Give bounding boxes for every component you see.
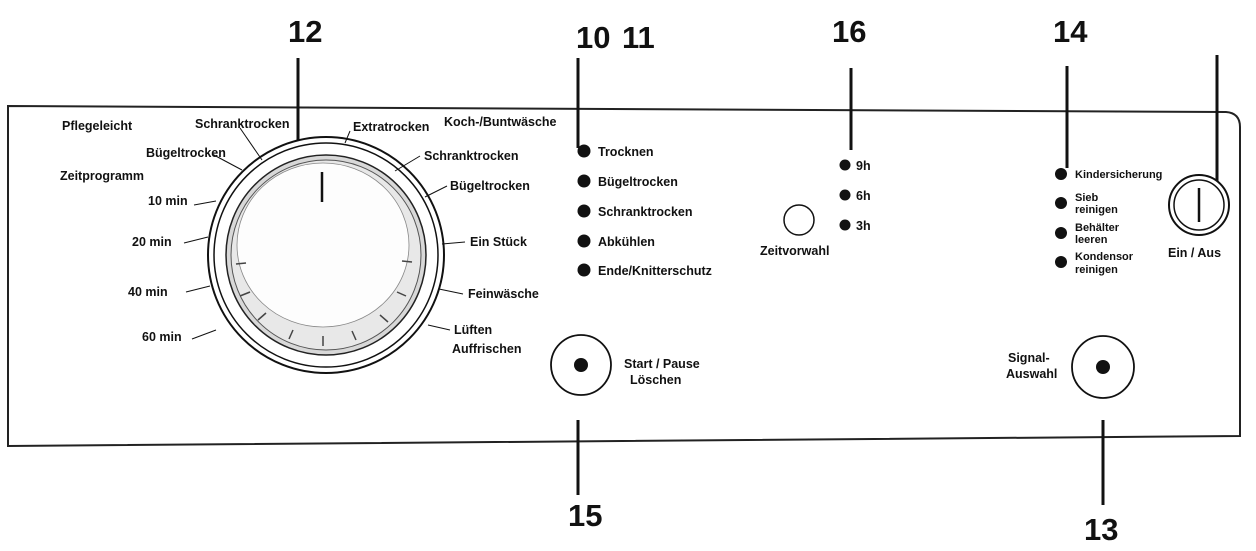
callout-12: 12 (288, 14, 322, 49)
indicator-light (577, 234, 591, 248)
program-dial[interactable] (207, 136, 445, 374)
callout-14: 14 (1053, 14, 1088, 49)
start-pause-label-loeschen: Löschen (630, 373, 681, 387)
callout-10: 10 (576, 20, 610, 55)
signal-select-label-auswahl: Auswahl (1006, 367, 1057, 381)
delay-label-9h: 9h (856, 159, 871, 173)
warning-label-kindersicherung: Kindersicherung (1075, 169, 1162, 181)
delay-light (839, 219, 851, 231)
dial-label-pflegeleicht: Pflegeleicht (62, 119, 133, 133)
dial-label-auffrischen: Auffrischen (452, 342, 521, 356)
indicator-light (577, 204, 591, 218)
warning-label-leeren: leeren (1075, 234, 1108, 246)
delay-light (839, 159, 851, 171)
warning-light (1055, 197, 1067, 209)
dial-label-koch-schranktrocken: Schranktrocken (424, 149, 518, 163)
program-indicators: Trocknen Bügeltrocken Schranktrocken Abk… (577, 144, 712, 278)
dial-label-feinwaesche: Feinwäsche (468, 287, 539, 301)
indicator-light (577, 174, 591, 188)
signal-select-button[interactable] (1071, 335, 1135, 399)
callout-13: 13 (1084, 512, 1118, 547)
dial-grip-marks (235, 260, 413, 346)
dial-label-zeitprogramm: Zeitprogramm (60, 169, 144, 183)
warning-light (1055, 168, 1067, 180)
delay-indicators: 9h 6h 3h (839, 159, 871, 233)
warning-label-kondensor-reinigen: reinigen (1075, 264, 1118, 276)
indicator-label-ende-knitterschutz: Ende/Knitterschutz (598, 264, 712, 278)
dial-label-40min: 40 min (128, 285, 168, 299)
warning-label-sieb: Sieb (1075, 192, 1099, 204)
dial-label-60min: 60 min (142, 330, 182, 344)
warning-label-behaelter: Behälter (1075, 222, 1120, 234)
callout-leader-lines (296, 55, 1219, 505)
dial-label-koch-buegeltrocken: Bügeltrocken (450, 179, 530, 193)
indicator-label-schranktrocken: Schranktrocken (598, 205, 692, 219)
indicator-light (577, 263, 591, 277)
warning-light (1055, 256, 1067, 268)
dial-label-koch-buntwaesche: Koch-/Buntwäsche (444, 115, 557, 129)
delay-light (839, 189, 851, 201)
dial-label-pflegeleicht-schranktrocken: Schranktrocken (195, 117, 289, 131)
indicator-light (577, 144, 591, 158)
warning-light (1055, 227, 1067, 239)
indicator-label-buegeltrocken: Bügeltrocken (598, 175, 678, 189)
power-button[interactable] (1168, 174, 1230, 236)
dial-label-10min: 10 min (148, 194, 188, 208)
delay-start-label: Zeitvorwahl (760, 244, 829, 258)
power-label: Ein / Aus (1168, 246, 1221, 260)
dial-label-lueften: Lüften (454, 323, 492, 337)
dial-label-ein-stueck: Ein Stück (470, 235, 527, 249)
callout-15: 15 (568, 498, 602, 533)
warning-label-reinigen: reinigen (1075, 204, 1118, 216)
delay-label-6h: 6h (856, 189, 871, 203)
dial-label-extratrocken: Extratrocken (353, 120, 429, 134)
warning-indicators: Kindersicherung Sieb reinigen Behälter l… (1055, 168, 1162, 276)
dial-tick-leaders (183, 127, 466, 340)
start-pause-label: Start / Pause (624, 357, 700, 371)
callout-16: 16 (832, 14, 866, 49)
signal-select-label: Signal- (1008, 351, 1050, 365)
callout-11: 11 (622, 20, 655, 55)
warning-label-kondensor: Kondensor (1075, 251, 1134, 263)
indicator-label-abkuehlen: Abkühlen (598, 235, 655, 249)
delay-label-3h: 3h (856, 219, 871, 233)
delay-start-button[interactable] (783, 204, 815, 236)
dial-label-pflegeleicht-buegeltrocken: Bügeltrocken (146, 146, 226, 160)
dial-label-20min: 20 min (132, 235, 172, 249)
indicator-label-trocknen: Trocknen (598, 145, 654, 159)
panel-outline (7, 104, 1241, 448)
start-pause-button[interactable] (550, 334, 612, 396)
